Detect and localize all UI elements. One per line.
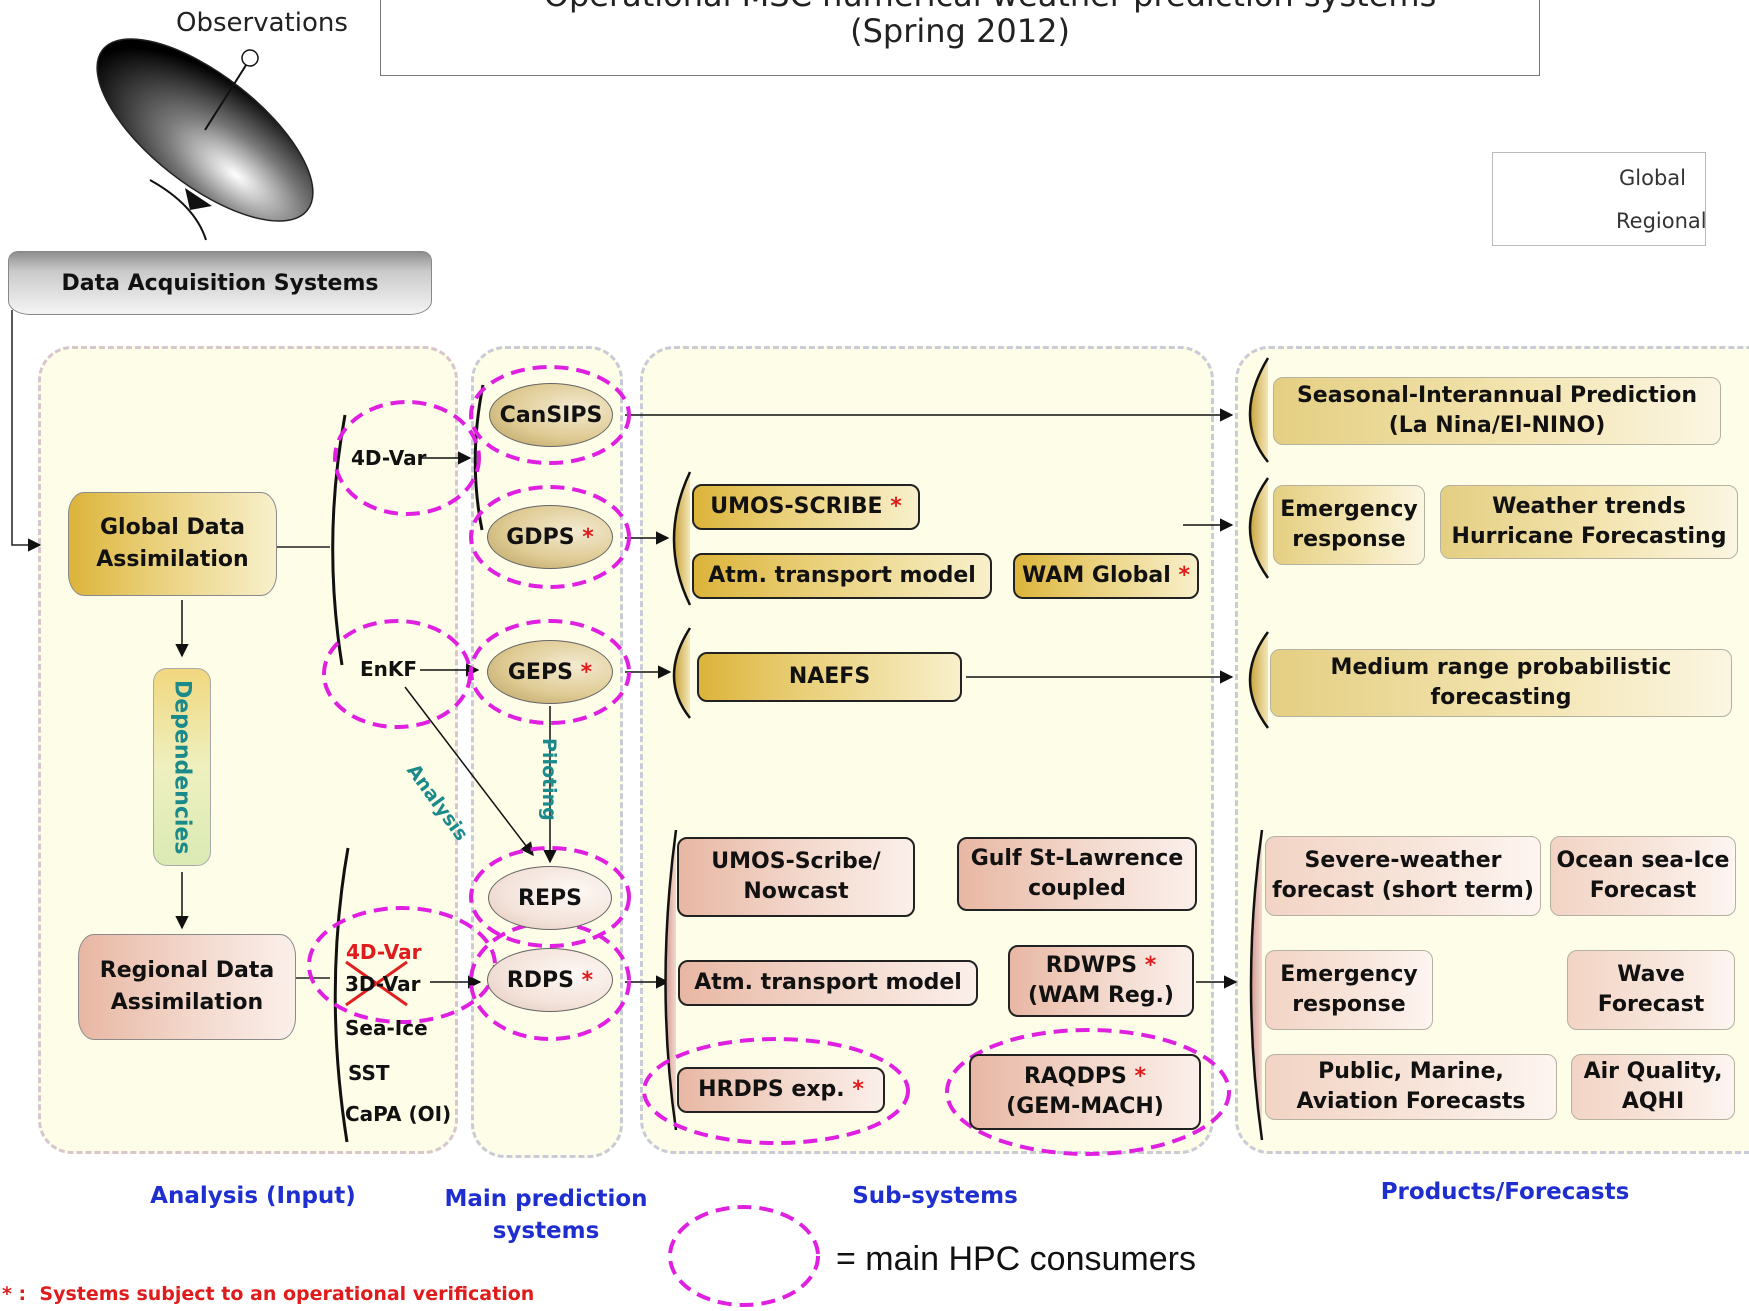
reps-node: REPS [488, 866, 612, 930]
rdwps-sub-label: (WAM Reg.) [1028, 983, 1174, 1008]
medium-range-product-label: Medium range probabilistic forecasting [1330, 655, 1672, 710]
wam-global-box: WAM Global * [1013, 553, 1199, 599]
title-line2: (Spring 2012) [850, 12, 1070, 50]
satellite-dish-icon [96, 38, 314, 241]
atm-transport-regional-box: Atm. transport model [678, 960, 978, 1006]
umos-nowcast-box: UMOS-Scribe/ Nowcast [677, 837, 915, 917]
ocean-ice-product-label: Ocean sea-Ice Forecast [1556, 848, 1730, 903]
atm-transport-global-label: Atm. transport model [708, 563, 976, 588]
gdps-node: GDPS * [487, 505, 613, 569]
emergency-global-product: Emergency response [1273, 485, 1425, 565]
rdwps-box: RDWPS * (WAM Reg.) [1008, 945, 1194, 1017]
wave-product: Wave Forecast [1567, 950, 1735, 1030]
legend-regional-label: Regional [1616, 209, 1707, 233]
wave-product-label: Wave Forecast [1597, 962, 1705, 1017]
verification-star: * [581, 967, 594, 993]
rdwps-label: RDWPS [1045, 953, 1138, 978]
emergency-global-product-label: Emergency response [1280, 497, 1418, 552]
verification-star: * [1178, 563, 1190, 588]
verification-star: * [580, 659, 593, 685]
wam-global-label: WAM Global [1022, 563, 1171, 588]
naefs-label: NAEFS [788, 664, 871, 689]
cansips-label: CanSIPS [499, 402, 603, 428]
legend-box [1492, 152, 1706, 246]
subsystems-panel [640, 346, 1214, 1154]
column-title-sub: Sub-systems [852, 1183, 1018, 1209]
air-quality-product: Air Quality, AQHI [1571, 1054, 1735, 1120]
global-data-assimilation-label: Global Data Assimilation [96, 515, 249, 572]
medium-range-product: Medium range probabilistic forecasting [1270, 649, 1732, 717]
seasonal-product: Seasonal-Interannual Prediction (La Nina… [1273, 377, 1721, 445]
hrdps-box: HRDPS exp. * [677, 1067, 885, 1113]
global-data-assimilation: Global Data Assimilation [68, 492, 277, 596]
gulf-st-lawrence-box: Gulf St-Lawrence coupled [957, 837, 1197, 911]
weather-trends-product: Weather trends Hurricane Forecasting [1440, 485, 1738, 559]
air-quality-product-label: Air Quality, AQHI [1583, 1059, 1723, 1114]
title-line1: Operational MSC numerical weather predic… [381, 0, 1539, 13]
geps-label: GEPS [507, 659, 573, 685]
public-marine-product-label: Public, Marine, Aviation Forecasts [1296, 1059, 1526, 1114]
verification-star: * [1134, 1064, 1147, 1089]
sst: SST [348, 1061, 390, 1085]
enkf: EnKF [360, 657, 418, 681]
public-marine-product: Public, Marine, Aviation Forecasts [1265, 1054, 1557, 1120]
observations-label: Observations [176, 8, 348, 38]
regional-data-assimilation: Regional Data Assimilation [78, 934, 296, 1040]
atm-transport-global-box: Atm. transport model [692, 553, 992, 599]
raqdps-sub-label: (GEM-MACH) [1006, 1094, 1164, 1119]
verification-star: * [1144, 953, 1157, 978]
sea-ice: Sea-Ice [345, 1016, 428, 1040]
piloting-arrow-label: Piloting [538, 738, 560, 821]
umos-scribe-box: UMOS-SCRIBE * [692, 484, 920, 530]
naefs-box: NAEFS [697, 652, 962, 702]
geps-node: GEPS * [487, 640, 613, 704]
column-title-analysis: Analysis (Input) [150, 1183, 356, 1209]
regional-4dvar: 4D-Var [346, 940, 422, 964]
gdps-label: GDPS [506, 524, 575, 550]
hrdps-label: HRDPS exp. [698, 1077, 845, 1102]
column-title-products: Products/Forecasts [1380, 1179, 1630, 1205]
reps-label: REPS [518, 885, 582, 911]
hpc-legend-label: = main HPC consumers [836, 1240, 1196, 1278]
data-acquisition-systems: Data Acquisition Systems [8, 251, 432, 315]
global-4dvar: 4D-Var [351, 446, 427, 470]
umos-nowcast-label: UMOS-Scribe/ Nowcast [711, 849, 881, 904]
capa-oi: CaPA (OI) [345, 1102, 452, 1126]
title-box: Operational MSC numerical weather predic… [380, 0, 1540, 76]
verification-star: * [852, 1077, 864, 1102]
raqdps-box: RAQDPS * (GEM-MACH) [969, 1054, 1201, 1130]
column-title-main: Main prediction systems [444, 1186, 648, 1244]
severe-weather-product-label: Severe-weather forecast (short term) [1272, 848, 1534, 903]
regional-3dvar: 3D-Var [345, 972, 421, 996]
dependencies-label: Dependencies [169, 679, 195, 855]
regional-data-assimilation-label: Regional Data Assimilation [99, 958, 275, 1015]
verification-star: * [582, 524, 594, 550]
raqdps-label: RAQDPS [1023, 1064, 1127, 1089]
gulf-st-lawrence-label: Gulf St-Lawrence coupled [970, 846, 1184, 901]
rdps-label: RDPS [506, 967, 574, 993]
severe-weather-product: Severe-weather forecast (short term) [1265, 836, 1541, 916]
seasonal-product-label: Seasonal-Interannual Prediction (La Nina… [1296, 383, 1698, 438]
ocean-ice-product: Ocean sea-Ice Forecast [1550, 836, 1736, 916]
umos-scribe-label: UMOS-SCRIBE [710, 494, 883, 519]
emergency-regional-product-label: Emergency response [1280, 962, 1418, 1017]
dependencies-pill: Dependencies [153, 668, 211, 866]
rdps-node: RDPS * [487, 948, 613, 1012]
verification-star: * [890, 494, 902, 519]
emergency-regional-product: Emergency response [1265, 950, 1433, 1030]
weather-trends-product-label: Weather trends Hurricane Forecasting [1451, 494, 1727, 549]
legend-global-label: Global [1619, 166, 1686, 190]
atm-transport-regional-label: Atm. transport model [694, 970, 962, 995]
cansips-node: CanSIPS [489, 383, 613, 447]
verification-note: * : Systems subject to an operational ve… [2, 1283, 535, 1305]
data-acquisition-label: Data Acquisition Systems [61, 270, 379, 296]
